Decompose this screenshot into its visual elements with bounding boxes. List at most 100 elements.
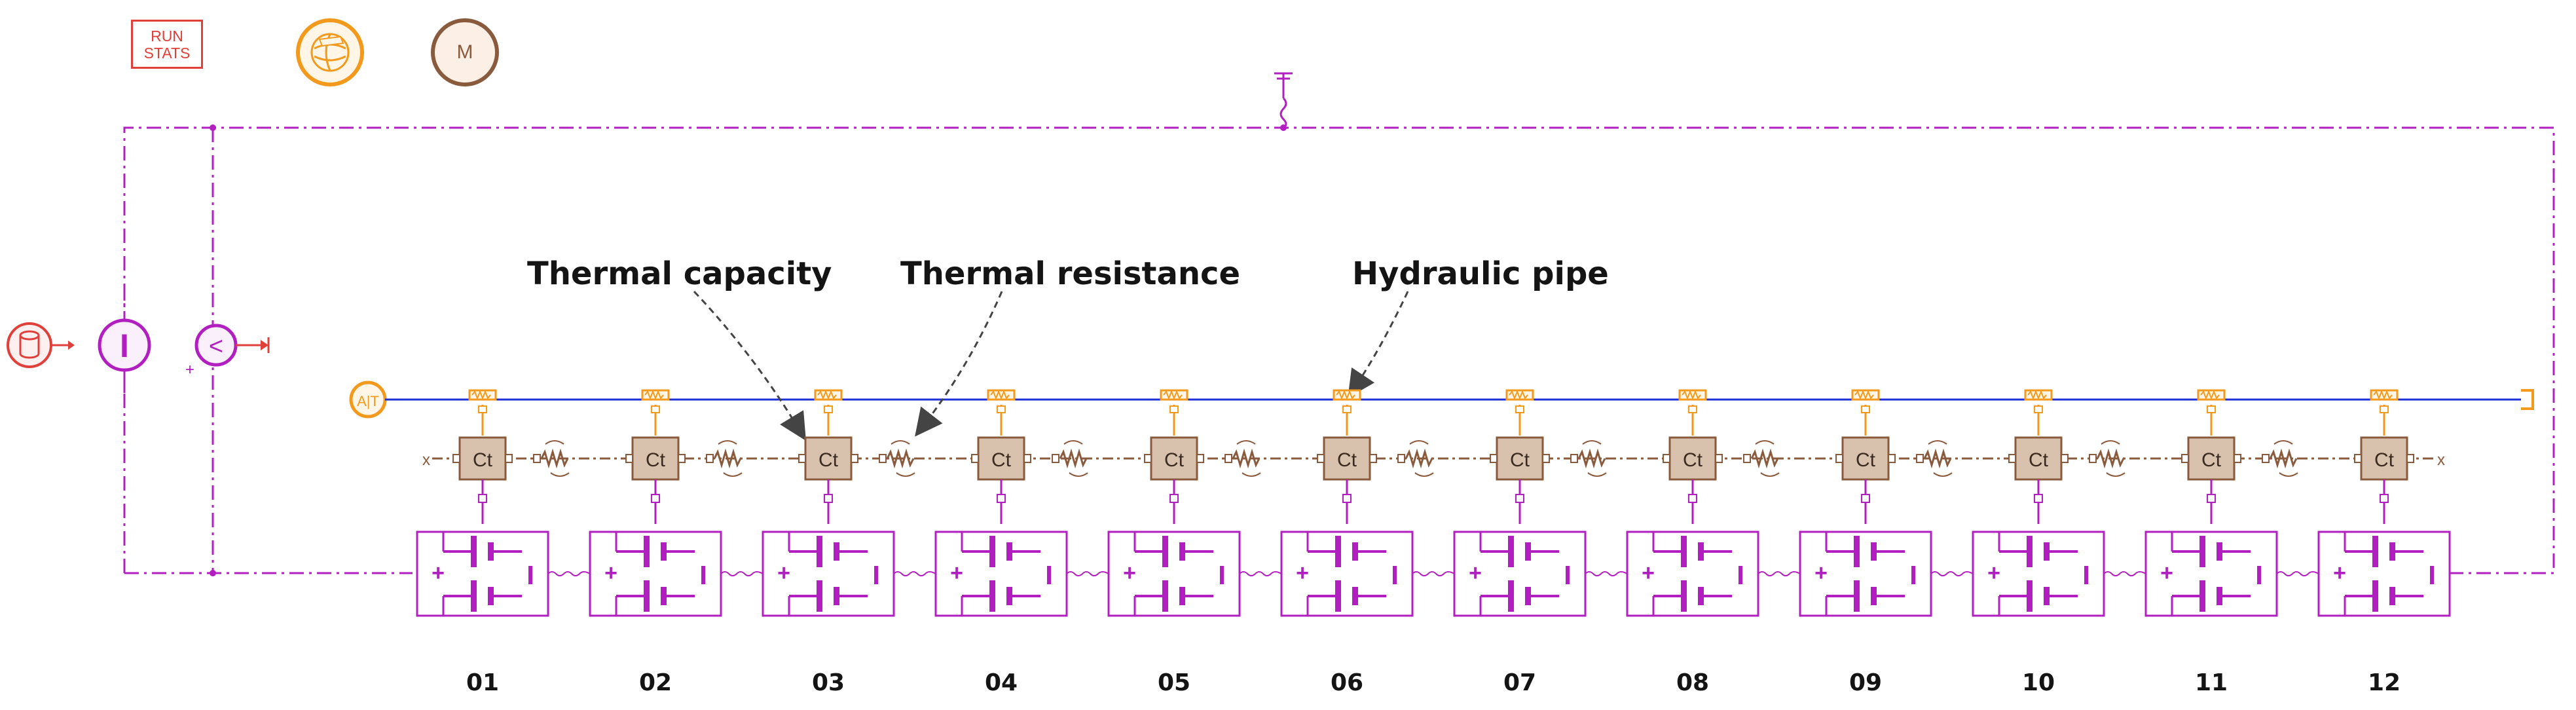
thermal-capacity-block[interactable]: Ct bbox=[1144, 436, 1204, 524]
thermal-capacity-block[interactable]: Ct bbox=[2008, 436, 2069, 524]
thermal-resistance-icon[interactable] bbox=[1397, 440, 1434, 477]
hydraulic-port-icon[interactable] bbox=[2197, 389, 2226, 436]
thermal-resistance-icon[interactable] bbox=[1052, 440, 1088, 477]
comparator-icon[interactable]: < + bbox=[185, 324, 270, 379]
svg-text:A|T: A|T bbox=[357, 393, 379, 409]
model-button[interactable]: M bbox=[431, 18, 499, 86]
svg-text:<: < bbox=[209, 333, 223, 360]
cell-module-11[interactable]: Ct + bbox=[2144, 389, 2319, 617]
thermal-resistance-icon[interactable] bbox=[1743, 440, 1780, 477]
thermal-capacity-block[interactable]: Ct bbox=[2181, 436, 2241, 524]
hydraulic-port-icon[interactable] bbox=[987, 389, 1016, 436]
battery-cell-block[interactable]: + bbox=[2144, 531, 2278, 617]
thermal-resistance-icon[interactable] bbox=[1570, 440, 1607, 477]
battery-cell-block[interactable]: + bbox=[1972, 531, 2105, 617]
battery-cell-block[interactable]: + bbox=[1453, 531, 1587, 617]
cell-module-02[interactable]: Ct + bbox=[589, 389, 764, 617]
battery-cell-block[interactable]: + bbox=[589, 531, 722, 617]
database-icon[interactable] bbox=[7, 322, 75, 368]
thermal-capacity-block[interactable]: Ct bbox=[625, 436, 686, 524]
hydraulic-port-icon[interactable] bbox=[1851, 389, 1880, 436]
thermal-resistance-icon[interactable] bbox=[2089, 440, 2125, 477]
battery-plus-sign: + bbox=[1296, 561, 1309, 586]
battery-plus-sign: + bbox=[432, 561, 445, 586]
hydraulic-port-icon[interactable] bbox=[1678, 389, 1707, 436]
battery-cell-block[interactable]: + bbox=[1799, 531, 1932, 617]
capacity-label: Ct bbox=[819, 449, 839, 471]
hydraulic-port-icon[interactable] bbox=[468, 389, 497, 436]
ground-icon bbox=[1274, 72, 1293, 131]
cell-module-08[interactable]: Ct + bbox=[1626, 389, 1801, 617]
hydraulic-port-icon[interactable] bbox=[1160, 389, 1188, 436]
hydraulic-source-icon[interactable]: A|T bbox=[349, 381, 387, 419]
thermal-capacity-block[interactable]: Ct bbox=[1490, 436, 1550, 524]
capacity-label: Ct bbox=[1856, 449, 1876, 471]
capacity-label: Ct bbox=[1337, 449, 1357, 471]
label-thermal-capacity: Thermal capacity bbox=[527, 255, 832, 292]
cell-number-label: 12 bbox=[2367, 669, 2401, 696]
cell-number-label: 04 bbox=[984, 669, 1018, 696]
cell-module-06[interactable]: Ct + bbox=[1280, 389, 1455, 617]
thermal-capacity-block[interactable]: Ct bbox=[1835, 436, 1896, 524]
hydraulic-port-icon[interactable] bbox=[1505, 389, 1534, 436]
battery-cell-block[interactable]: + bbox=[2317, 531, 2451, 617]
cell-module-05[interactable]: Ct + bbox=[1107, 389, 1282, 617]
capacity-label: Ct bbox=[1683, 449, 1703, 471]
hydraulic-port-icon[interactable] bbox=[641, 389, 670, 436]
cell-number-label: 11 bbox=[2194, 669, 2228, 696]
cell-module-04[interactable]: Ct + bbox=[934, 389, 1109, 617]
battery-cell-block[interactable]: + bbox=[1280, 531, 1414, 617]
cell-number-label: 06 bbox=[1330, 669, 1364, 696]
battery-cell-block[interactable]: + bbox=[416, 531, 549, 617]
hydraulic-port-icon[interactable] bbox=[2370, 389, 2399, 436]
capacity-label: Ct bbox=[646, 449, 666, 471]
cell-module-01[interactable]: Ct + bbox=[416, 389, 591, 617]
cell-number-label: 08 bbox=[1676, 669, 1710, 696]
battery-plus-sign: + bbox=[2333, 561, 2346, 586]
cell-number-label: 03 bbox=[811, 669, 845, 696]
battery-plus-sign: + bbox=[1123, 561, 1136, 586]
battery-cell-block[interactable]: + bbox=[1626, 531, 1759, 617]
battery-plus-sign: + bbox=[777, 561, 790, 586]
cell-module-10[interactable]: Ct + bbox=[1972, 389, 2146, 617]
thermal-resistance-icon[interactable] bbox=[533, 440, 570, 477]
cell-number-label: 01 bbox=[466, 669, 500, 696]
hydraulic-end-icon bbox=[2521, 389, 2534, 410]
thermal-capacity-block[interactable]: Ct bbox=[2354, 436, 2414, 524]
thermal-resistance-icon[interactable] bbox=[1916, 440, 1953, 477]
thermal-capacity-block[interactable]: Ct bbox=[452, 436, 513, 524]
thermal-loop bbox=[123, 72, 2555, 576]
cell-number-label: 10 bbox=[2021, 669, 2055, 696]
svg-text:I: I bbox=[120, 327, 129, 364]
cell-module-09[interactable]: Ct + bbox=[1799, 389, 1974, 617]
capacity-label: Ct bbox=[1510, 449, 1530, 471]
thermal-resistance-icon[interactable] bbox=[2262, 440, 2298, 477]
battery-plus-sign: + bbox=[2160, 561, 2173, 586]
battery-plus-sign: + bbox=[1469, 561, 1482, 586]
thermal-capacity-block[interactable]: Ct bbox=[798, 436, 858, 524]
battery-plus-sign: + bbox=[604, 561, 617, 586]
capacity-label: Ct bbox=[2029, 449, 2049, 471]
thermal-capacity-block[interactable]: Ct bbox=[971, 436, 1031, 524]
battery-plus-sign: + bbox=[1987, 561, 2000, 586]
hydraulic-port-icon[interactable] bbox=[2024, 389, 2053, 436]
hydraulic-port-icon[interactable] bbox=[814, 389, 843, 436]
thermal-resistance-icon[interactable] bbox=[879, 440, 915, 477]
run-stats-button[interactable]: RUN STATS bbox=[131, 20, 203, 69]
sketch-globe-icon[interactable] bbox=[296, 18, 364, 86]
thermal-capacity-block[interactable]: Ct bbox=[1317, 436, 1377, 524]
thermal-resistance-icon[interactable] bbox=[1224, 440, 1261, 477]
thermal-capacity-block[interactable]: Ct bbox=[1663, 436, 1723, 524]
hydraulic-port-icon[interactable] bbox=[1333, 389, 1361, 436]
capacity-label: Ct bbox=[991, 449, 1012, 471]
cell-module-07[interactable]: Ct + bbox=[1453, 389, 1628, 617]
cell-number-label: 09 bbox=[1849, 669, 1883, 696]
current-source-icon[interactable]: I bbox=[98, 288, 151, 393]
battery-cell-block[interactable]: + bbox=[934, 531, 1068, 617]
cell-module-12[interactable]: Ct + bbox=[2317, 389, 2451, 617]
thermal-resistance-icon[interactable] bbox=[706, 440, 743, 477]
battery-cell-block[interactable]: + bbox=[1107, 531, 1241, 617]
cell-module-03[interactable]: Ct + bbox=[762, 389, 936, 617]
battery-cell-block[interactable]: + bbox=[762, 531, 895, 617]
